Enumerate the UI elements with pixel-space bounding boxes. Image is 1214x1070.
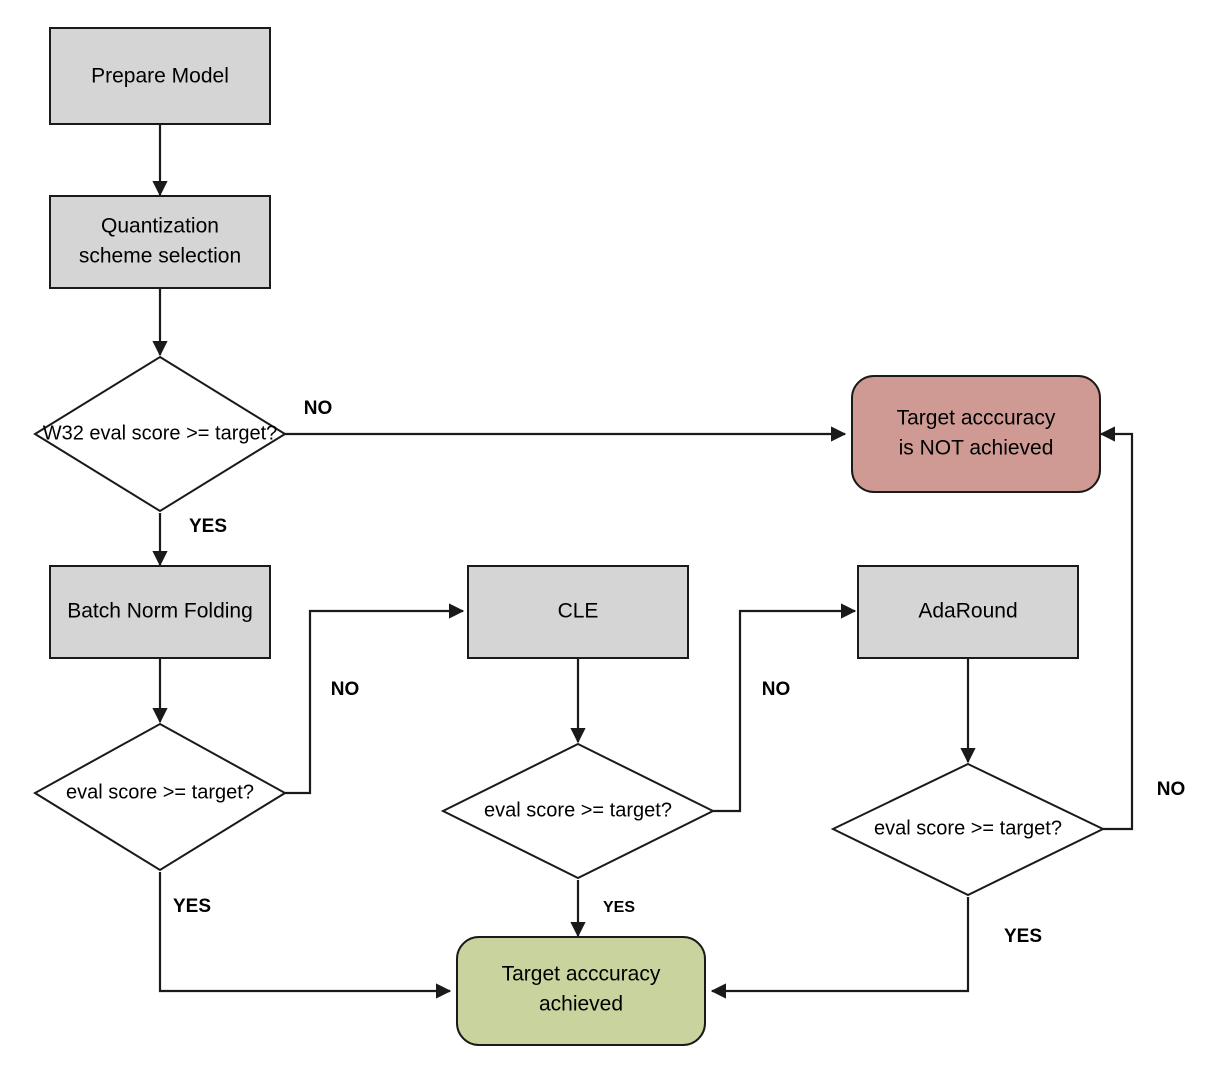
node-eval-decision-2[interactable]: eval score >= target? [440,742,716,880]
node-w32-decision[interactable]: W32 eval score >= target? [33,355,287,513]
eval-decision-1-label: eval score >= target? [66,781,254,803]
edge-eval3-yes-to-achieved [710,897,970,999]
quantization-scheme-box [49,195,271,289]
prepare-model-label: Prepare Model [91,65,229,88]
w32-decision-diamond [33,355,287,513]
batch-norm-folding-box [49,565,271,659]
edge-label-ada-no: NO [1157,779,1186,800]
quantization-scheme-label-line2: scheme selection [79,245,241,268]
eval-decision-3-diamond [830,762,1106,897]
node-target-not-achieved[interactable]: Target acccuracy is NOT achieved [851,375,1101,493]
target-not-achieved-label-line2: is NOT achieved [899,437,1054,460]
adaround-box [857,565,1079,659]
edge-label-w32-yes: YES [189,516,227,537]
target-not-achieved-box [851,375,1101,493]
node-batch-norm-folding[interactable]: Batch Norm Folding [49,565,271,659]
target-achieved-label-line1: Target acccuracy [502,963,661,986]
target-achieved-label-line2: achieved [539,993,623,1016]
cle-box [467,565,689,659]
edge-label-bnf-yes: YES [173,896,211,917]
eval-decision-1-diamond [33,722,287,872]
cle-label: CLE [558,600,599,623]
node-cle[interactable]: CLE [467,565,689,659]
batch-norm-folding-label: Batch Norm Folding [67,600,253,623]
edge-eval2-no-to-adaround [713,603,857,813]
target-not-achieved-label-line1: Target acccuracy [897,407,1056,430]
edge-label-bnf-no: NO [331,679,360,700]
edge-eval1-no-to-cle [285,603,465,795]
prepare-model-box [49,27,271,125]
target-achieved-box [456,936,706,1046]
edge-label-cle-no: NO [762,679,791,700]
eval-decision-2-diamond [440,742,716,880]
adaround-label: AdaRound [918,600,1017,623]
node-target-achieved[interactable]: Target acccuracy achieved [456,936,706,1046]
node-quantization-scheme[interactable]: Quantization scheme selection [49,195,271,289]
quantization-scheme-label-line1: Quantization [101,215,219,238]
node-prepare-model[interactable]: Prepare Model [49,27,271,125]
node-eval-decision-3[interactable]: eval score >= target? [830,762,1106,897]
eval-decision-2-label: eval score >= target? [484,799,672,821]
edge-label-ada-yes: YES [1004,926,1042,947]
edge-eval3-no-to-not-achieved [1099,426,1134,831]
w32-decision-label: W32 eval score >= target? [43,422,278,444]
node-eval-decision-1[interactable]: eval score >= target? [33,722,287,872]
eval-decision-3-label: eval score >= target? [874,817,1062,839]
edge-label-w32-no: NO [304,398,333,419]
edge-eval1-yes-to-achieved [158,872,452,999]
node-adaround[interactable]: AdaRound [857,565,1079,659]
edge-label-cle-yes: YES [603,899,635,916]
